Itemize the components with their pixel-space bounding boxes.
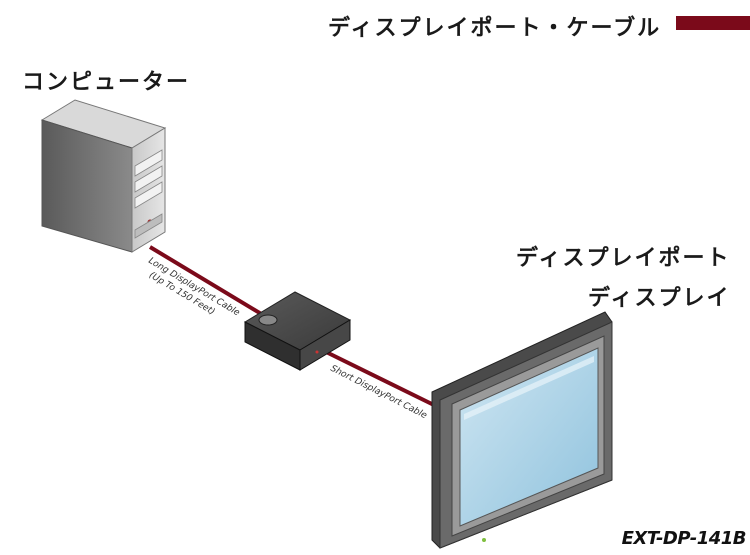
tower-computer-icon [40,99,167,253]
computer-label: コンピューター [22,70,191,95]
cable-short-line [317,346,441,410]
flat-panel-display-icon [431,311,613,549]
display-label-line2: ディスプレイ [588,286,731,311]
cable-long [148,245,270,320]
model-number: EXT-DP-141B [621,528,747,549]
cable-long-line [148,245,270,320]
legend-title: ディスプレイポート・ケーブル [328,16,662,41]
cable-short-label-line1: Short DisplayPort Cable [329,364,429,422]
cable-long-label-line1: Long DisplayPort Cable [146,256,241,319]
legend-swatch [676,16,750,30]
display-label-line1: ディスプレイポート [516,246,731,271]
cable-short-label: Short DisplayPort Cable [329,364,429,422]
extender-box-icon [243,291,352,371]
cable-short [317,346,441,410]
